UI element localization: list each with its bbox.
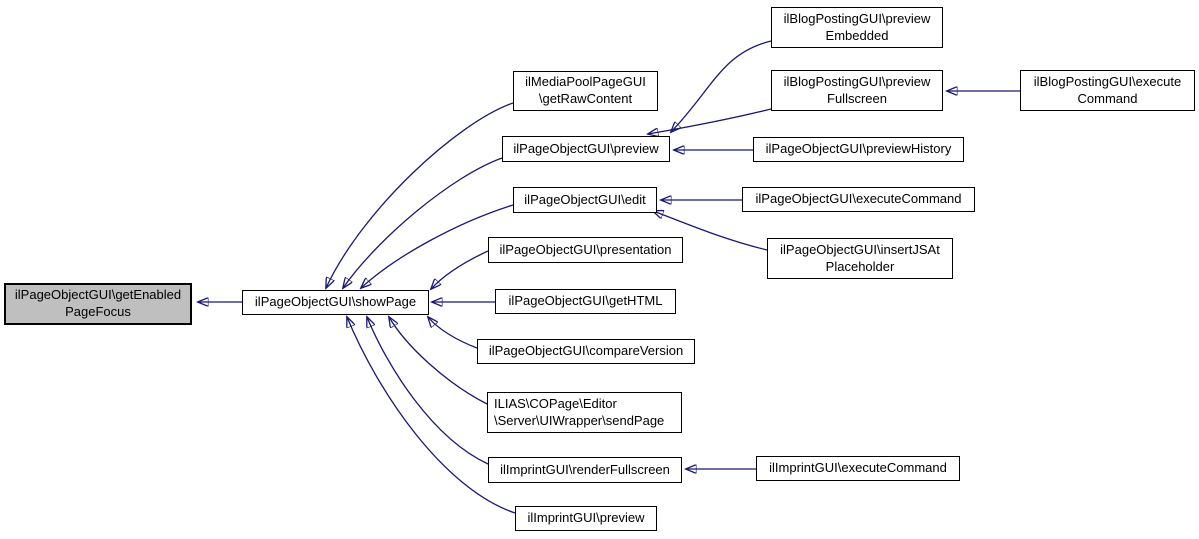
node-insertJSAtPlaceholder[interactable]: ilPageObjectGUI\insertJSAt Placeholder xyxy=(767,238,953,279)
node-previewFullscreen[interactable]: ilBlogPostingGUI\preview Fullscreen xyxy=(771,70,943,111)
node-showPage[interactable]: ilPageObjectGUI\showPage xyxy=(242,290,429,315)
edge-preview-to-showPage xyxy=(343,157,503,288)
node-compareVersion[interactable]: ilPageObjectGUI\compareVersion xyxy=(477,339,695,364)
node-getRawContent[interactable]: ilMediaPoolPageGUI \getRawContent xyxy=(513,71,658,111)
edge-getRawContent-to-showPage xyxy=(326,102,514,288)
node-previewHistory[interactable]: ilPageObjectGUI\previewHistory xyxy=(753,137,964,162)
node-renderFullscreen[interactable]: ilImprintGUI\renderFullscreen xyxy=(488,457,682,483)
node-blogExecuteCommand[interactable]: ilBlogPostingGUI\execute Command xyxy=(1020,70,1195,111)
node-edit[interactable]: ilPageObjectGUI\edit xyxy=(513,187,657,213)
edge-edit-to-showPage xyxy=(361,204,514,288)
edge-compareVersion-to-showPage xyxy=(428,317,478,349)
edge-insertJSAtPlaceholder-to-edit xyxy=(653,211,768,251)
edge-sendPage-to-showPage xyxy=(389,317,488,405)
node-getHTML[interactable]: ilPageObjectGUI\getHTML xyxy=(495,289,676,314)
node-imprintPreview[interactable]: ilImprintGUI\preview xyxy=(515,506,657,531)
node-getEnabledPageFocus: ilPageObjectGUI\getEnabled PageFocus xyxy=(4,283,192,325)
edge-previewFullscreen-to-preview xyxy=(648,108,772,134)
edge-previewEmbedded-to-preview xyxy=(671,40,772,132)
node-presentation[interactable]: ilPageObjectGUI\presentation xyxy=(488,237,683,263)
node-sendPage[interactable]: ILIAS\COPage\Editor \Server\UIWrapper\se… xyxy=(487,392,682,433)
node-preview[interactable]: ilPageObjectGUI\preview xyxy=(502,136,670,162)
edge-presentation-to-showPage xyxy=(431,250,489,289)
edge-imprintPreview-to-showPage xyxy=(347,317,516,514)
node-imprintExecuteCommand[interactable]: ilImprintGUI\executeCommand xyxy=(756,456,960,481)
node-previewEmbedded[interactable]: ilBlogPostingGUI\preview Embedded xyxy=(771,7,943,48)
edge-renderFullscreen-to-showPage xyxy=(367,317,489,465)
node-pageExecuteCommand[interactable]: ilPageObjectGUI\executeCommand xyxy=(742,187,975,212)
